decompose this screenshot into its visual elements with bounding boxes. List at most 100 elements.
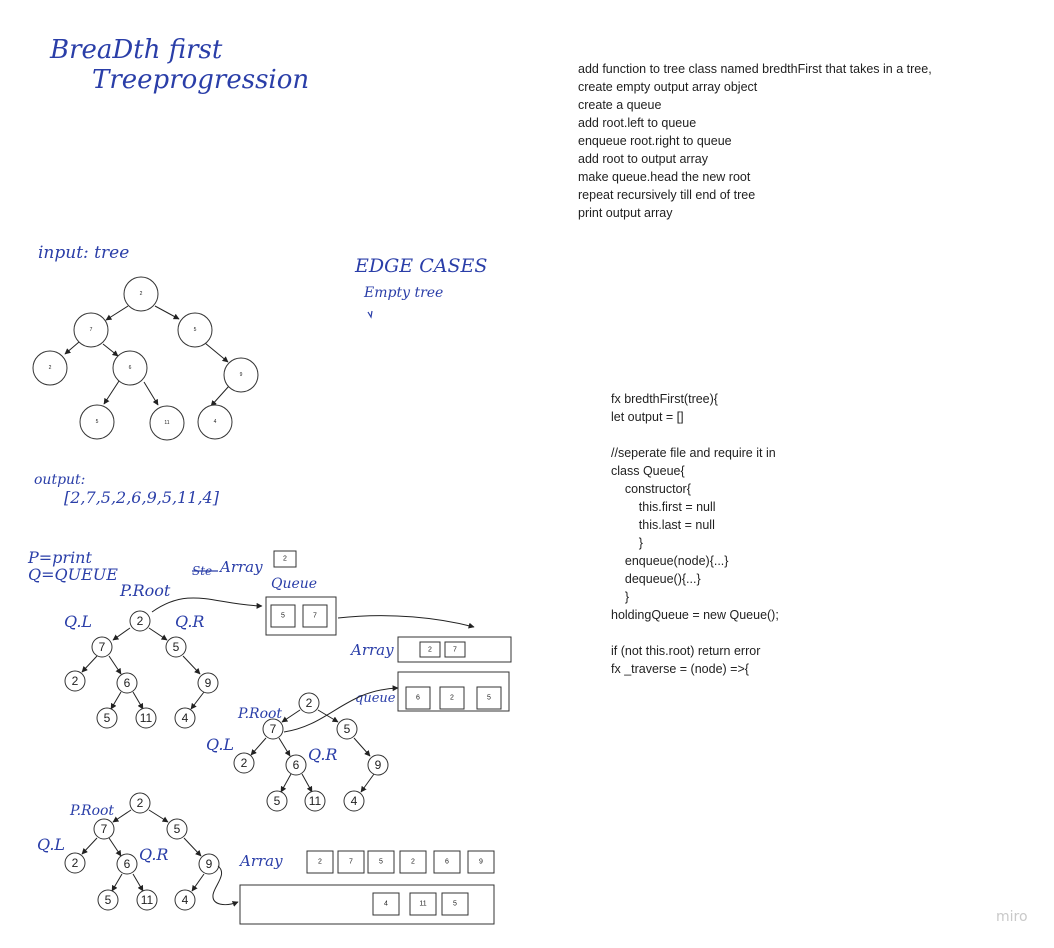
code-line: this.last = null — [611, 518, 715, 532]
code-line — [611, 426, 911, 444]
svg-text:4: 4 — [214, 419, 217, 425]
svg-text:11: 11 — [140, 711, 153, 725]
tree-node: 4 — [174, 707, 196, 729]
output-value: [2,7,5,2,6,9,5,11,4] — [64, 488, 220, 507]
step1-array-label: Array — [218, 558, 263, 576]
notes-text-block: add function to tree class named bredthF… — [578, 60, 998, 222]
output-label: output: — [34, 472, 85, 488]
tree-node: 11 — [135, 707, 157, 729]
step3-proot-label: P.Root — [69, 803, 114, 819]
step3-tree: 2 7 5 2 6 9 5 11 4 — [64, 792, 220, 911]
step1-array-box — [273, 550, 297, 568]
tree-node: 11 — [304, 790, 326, 812]
tree-node: 2 — [64, 670, 86, 692]
svg-text:11: 11 — [164, 420, 169, 426]
svg-text:2: 2 — [241, 756, 248, 770]
svg-text:7: 7 — [99, 640, 106, 654]
code-line: holdingQueue = new Queue(); — [611, 608, 779, 622]
svg-text:5: 5 — [104, 711, 111, 725]
edge-cases-bullet — [367, 310, 373, 319]
step3-array-item: 2 — [411, 859, 415, 866]
svg-text:9: 9 — [206, 857, 213, 871]
svg-text:2: 2 — [72, 856, 79, 870]
svg-text:5: 5 — [194, 327, 197, 333]
svg-text:6: 6 — [129, 365, 132, 371]
tree-node: 9 — [198, 853, 220, 875]
title-line-2: Treeprogression — [92, 65, 309, 95]
tree-node: 4 — [343, 790, 365, 812]
note-line: add root to output array — [578, 152, 708, 166]
code-line: fx _traverse = (node) =>{ — [611, 662, 749, 676]
step2-proot-label: P.Root — [237, 706, 282, 722]
step2-queue-item: 5 — [487, 695, 491, 702]
step2-array-item: 7 — [453, 647, 457, 654]
code-line: enqueue(node){...} — [611, 554, 729, 568]
note-line: repeat recursively till end of tree — [578, 188, 756, 202]
step2-queue: 6 2 5 — [397, 671, 510, 712]
svg-text:11: 11 — [309, 794, 322, 808]
code-line — [611, 624, 911, 642]
edge-cases-title: EDGE CASES — [354, 255, 487, 277]
tree-node: 5 — [166, 818, 188, 840]
tree-node: 4 — [174, 889, 196, 911]
svg-text:2: 2 — [49, 365, 52, 371]
note-line: add function to tree class named bredthF… — [578, 62, 932, 76]
svg-text:4: 4 — [182, 893, 189, 907]
tree-node: 5 — [266, 790, 288, 812]
step1-proot-label: P.Root — [119, 581, 171, 600]
note-line: add root.left to queue — [578, 116, 697, 130]
tree-node: 6 — [116, 853, 138, 875]
tree-node: 4 — [197, 404, 233, 440]
svg-text:7: 7 — [270, 722, 277, 736]
tree-node: 7 — [262, 718, 284, 740]
code-line: let output = [] — [611, 410, 684, 424]
step1-queue-item: 5 — [281, 613, 285, 620]
svg-text:9: 9 — [240, 372, 243, 378]
tree-node: 5 — [96, 707, 118, 729]
step3-qr-label: Q.R — [139, 845, 168, 864]
svg-text:2: 2 — [72, 674, 79, 688]
tree-node: 2 — [64, 852, 86, 874]
input-label: input: tree — [38, 243, 129, 263]
tree-node: 2 — [298, 692, 320, 714]
legend-queue: Q=QUEUE — [28, 565, 118, 584]
code-line: fx bredthFirst(tree){ — [611, 392, 718, 406]
step3-array-item: 5 — [379, 859, 383, 866]
tree-node: 2 — [123, 276, 159, 312]
svg-text:2: 2 — [137, 796, 144, 810]
svg-text:7: 7 — [90, 327, 93, 333]
tree-node: 9 — [197, 672, 219, 694]
step2-tree: 2 7 5 2 6 9 5 11 4 — [233, 692, 389, 812]
tree-node: 11 — [136, 889, 158, 911]
step1-queue-label: Queue — [271, 576, 317, 592]
step2-queue-item: 2 — [450, 695, 454, 702]
tree-node: 2 — [129, 610, 151, 632]
step1-qr-label: Q.R — [175, 612, 204, 631]
input-tree: 2 7 5 2 6 9 5 11 4 — [32, 276, 259, 441]
svg-text:5: 5 — [173, 640, 180, 654]
step1-queue: 5 7 — [265, 596, 337, 636]
svg-text:5: 5 — [105, 893, 112, 907]
svg-text:9: 9 — [375, 758, 382, 772]
step3-ql-label: Q.L — [37, 835, 65, 854]
tree-node: 2 — [233, 752, 255, 774]
tree-node: 5 — [79, 404, 115, 440]
note-line: make queue.head the new root — [578, 170, 751, 184]
edge-cases-item: Empty tree — [363, 285, 443, 301]
svg-text:4: 4 — [351, 794, 358, 808]
tree-node: 7 — [73, 312, 109, 348]
step3-leaf-to-queue-arrow — [212, 865, 239, 907]
tree-node: 2 — [129, 792, 151, 814]
step3-queue-item: 5 — [453, 901, 457, 908]
step2-root-to-queue-arrow — [283, 685, 399, 733]
svg-text:6: 6 — [293, 758, 300, 772]
step3-array-item: 6 — [445, 859, 449, 866]
code-line: } — [611, 536, 643, 550]
note-line: create empty output array object — [578, 80, 758, 94]
svg-text:5: 5 — [344, 722, 351, 736]
tree-node: 5 — [165, 636, 187, 658]
step1-queue-out-arrow — [337, 615, 475, 629]
code-line: dequeue(){...} — [611, 572, 701, 586]
miro-watermark: miro — [996, 909, 1028, 925]
